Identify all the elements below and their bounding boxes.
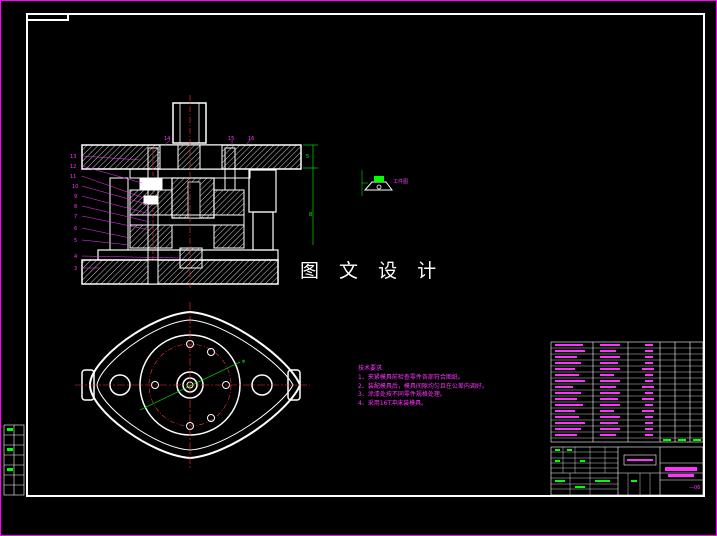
svg-text:3: 3	[74, 266, 77, 272]
svg-text:Φ: Φ	[242, 359, 245, 364]
section-view: 13 12 11 10 9 8 7 6 5 4 3 14 15 16 8 5	[70, 95, 318, 290]
requirement-item: 3、涂漆处按不同零件规格处理。	[358, 391, 446, 398]
svg-text:5: 5	[306, 154, 309, 160]
svg-text:9: 9	[74, 194, 77, 200]
corner-tab	[27, 14, 69, 21]
svg-text:11: 11	[70, 174, 76, 180]
parts-list-table	[550, 341, 704, 443]
drawing-number: —06	[689, 485, 701, 491]
workpiece-label: 工件图	[393, 179, 409, 185]
watermark-text: 图 文 设 计	[300, 260, 444, 282]
svg-text:15: 15	[228, 136, 234, 142]
svg-text:4: 4	[74, 254, 77, 260]
plan-view: Φ	[75, 302, 310, 468]
svg-text:14: 14	[164, 136, 170, 142]
svg-text:10: 10	[72, 184, 78, 190]
requirement-item: 4、采用16T冲床装模具。	[358, 399, 428, 407]
drawing-border	[26, 13, 705, 497]
svg-text:16: 16	[248, 136, 254, 142]
left-edge-stamp	[3, 424, 25, 496]
technical-requirements-title: 技术要求	[358, 365, 383, 372]
svg-text:8: 8	[309, 212, 312, 218]
requirement-item: 1、夹紧模具前检查零件各部符合图纸。	[358, 374, 464, 381]
svg-text:7: 7	[74, 214, 77, 220]
requirement-item: 2、装配模具后，模具间隙均匀且在公差内调好。	[358, 382, 488, 390]
svg-text:13: 13	[70, 154, 76, 160]
title-block	[550, 446, 704, 496]
svg-text:6: 6	[74, 226, 77, 232]
workpiece-sketch	[361, 170, 393, 196]
technical-requirements-list: 1、夹紧模具前检查零件各部符合图纸。 2、装配模具后，模具间隙均匀且在公差内调好…	[358, 374, 488, 408]
svg-text:5: 5	[74, 238, 77, 244]
svg-text:8: 8	[74, 204, 77, 210]
svg-text:12: 12	[70, 164, 76, 170]
